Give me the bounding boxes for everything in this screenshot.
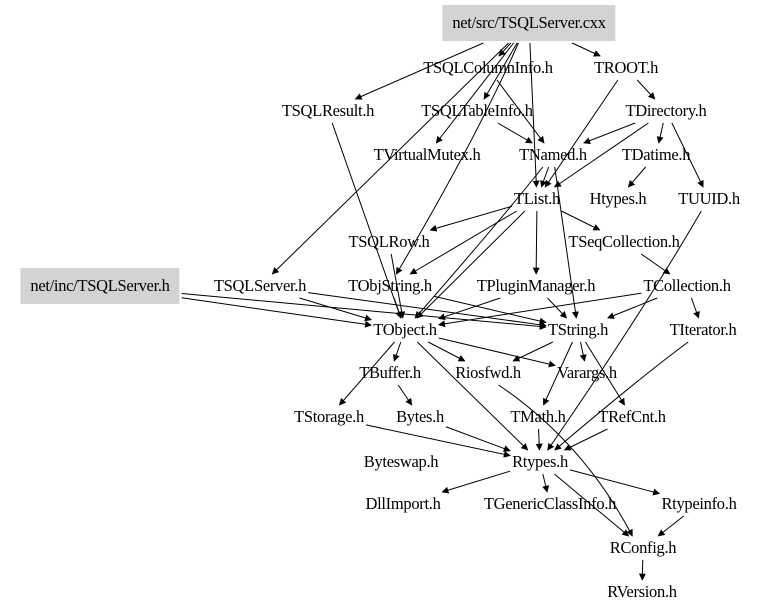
node-tnamed[interactable]: TNamed.h: [519, 145, 587, 164]
edge-src-to-troot: [571, 42, 601, 57]
edge-titer-to-rtypes: [554, 341, 689, 451]
edge-sqlserver-to-tstring: [308, 292, 547, 329]
node-bytes[interactable]: Bytes.h: [396, 407, 444, 426]
edge-result-to-tobject: [331, 122, 402, 319]
node-rversion[interactable]: RVersion.h: [607, 582, 677, 601]
edge-tstring-to-trefcnt: [585, 341, 625, 406]
edge-tobject-to-rtypes: [416, 341, 529, 451]
node-tsqltableinfo[interactable]: TSQLTableInfo.h: [421, 101, 533, 120]
edge-tnamed-to-tstring: [554, 166, 579, 319]
node-tstorage[interactable]: TStorage.h: [294, 407, 364, 426]
edge-tlist-to-tobject: [416, 210, 526, 319]
node-rtypes[interactable]: Rtypes.h: [512, 452, 568, 471]
edge-tcoll-to-titer: [690, 297, 700, 319]
edge-seqcoll-to-tcoll: [640, 253, 671, 275]
node-rtypeinfo[interactable]: Rtypeinfo.h: [661, 494, 737, 513]
edge-plugin-to-tstring: [547, 297, 568, 319]
edge-tmath-to-rtypes: [535, 428, 543, 451]
edge-tlist-to-plugin: [532, 210, 540, 275]
node-rconfig[interactable]: RConfig.h: [609, 538, 677, 557]
node-tstring[interactable]: TString.h: [547, 320, 609, 339]
node-tsqlresult[interactable]: TSQLResult.h: [281, 101, 375, 120]
edge-tdir-to-tdatime: [656, 122, 664, 144]
edge-colinfo-to-tnamed: [496, 79, 545, 144]
node-tobject[interactable]: TObject.h: [373, 320, 437, 339]
edge-troot-to-tlist: [544, 79, 619, 188]
edge-tobject-to-tstorage: [339, 341, 395, 406]
edge-src-to-sqlserver: [271, 42, 509, 275]
edge-tableinfo-to-tnamed: [497, 122, 533, 144]
edge-src-to-objstring: [395, 42, 519, 275]
edge-tstring-to-varargs: [579, 341, 587, 362]
edge-tnamed-to-tlist: [540, 166, 550, 188]
edge-src-to-tableinfo: [483, 42, 518, 100]
edge-src-to-result: [354, 42, 484, 100]
node-tpluginmanager[interactable]: TPluginManager.h: [476, 276, 596, 295]
edge-tdir-to-tnamed: [583, 122, 636, 144]
edge-tstorage-to-rtypes: [365, 424, 511, 458]
edge-tdatime-to-htypes: [627, 166, 647, 188]
node-htypes[interactable]: Htypes.h: [589, 189, 647, 208]
edge-rtypes-to-dllimport: [441, 470, 511, 494]
edge-sqlserver-to-tobject: [299, 297, 372, 322]
edge-tcoll-to-tobject: [438, 292, 642, 328]
node-tsqlserver[interactable]: TSQLServer.h: [213, 276, 307, 295]
node-tseqcollection[interactable]: TSeqCollection.h: [568, 232, 680, 251]
edge-tbuffer-to-bytes: [397, 384, 413, 406]
edge-tlist-to-seqcoll: [561, 210, 601, 231]
edge-rtypes-to-genclass: [542, 473, 550, 493]
edge-src-to-tlist: [529, 42, 540, 188]
node-riosfwd[interactable]: Riosfwd.h: [455, 363, 521, 382]
edge-rtypeinfo-to-rconfig: [657, 515, 685, 537]
edge-tlist-to-sqlrow: [429, 205, 513, 232]
edge-objstring-to-tobject: [393, 297, 403, 319]
node-tvirtualmutex[interactable]: TVirtualMutex.h: [373, 145, 481, 164]
edge-tlist-to-objstring: [409, 210, 517, 275]
edge-inc-to-tobject: [181, 297, 372, 328]
edge-riosfwd-to-rconfig: [498, 384, 633, 537]
node-byteswap[interactable]: Byteswap.h: [363, 452, 439, 471]
edge-tobject-to-riosfwd: [427, 341, 466, 362]
edge-tnamed-to-tobject: [414, 166, 544, 319]
node-dllimport[interactable]: DllImport.h: [365, 494, 441, 513]
node-titerator[interactable]: TIterator.h: [669, 320, 737, 339]
node-net-inc-tsqlserver-h[interactable]: net/inc/TSQLServer.h: [20, 268, 180, 304]
node-tmath[interactable]: TMath.h: [510, 407, 566, 426]
edge-bytes-to-rtypes: [445, 426, 511, 452]
edge-tcoll-to-tstring: [607, 297, 658, 319]
edge-objstring-to-tstring: [433, 295, 547, 325]
node-tbuffer[interactable]: TBuffer.h: [359, 363, 421, 382]
edge-tdir-to-tlist: [554, 122, 649, 188]
node-tsqlcolumninfo[interactable]: TSQLColumnInfo.h: [423, 58, 553, 77]
edge-troot-to-tdir: [636, 79, 656, 100]
node-tuuid[interactable]: TUUID.h: [678, 189, 740, 208]
edge-rtypes-to-rtypeinfo: [569, 469, 661, 496]
node-tgenericclassinfo[interactable]: TGenericClassInfo.h: [483, 494, 617, 513]
node-troot[interactable]: TROOT.h: [593, 58, 659, 77]
node-tlist[interactable]: TList.h: [513, 189, 561, 208]
edge-plugin-to-tobject: [438, 297, 501, 320]
edge-tstring-to-tmath: [542, 341, 573, 406]
edge-src-to-vmutex: [435, 42, 514, 144]
edge-tdir-to-tuuid: [671, 122, 704, 188]
node-tsqlrow[interactable]: TSQLRow.h: [348, 232, 430, 251]
node-trefcnt[interactable]: TRefCnt.h: [598, 407, 666, 426]
edge-rtypes-to-rconfig: [554, 473, 630, 537]
node-tcollection[interactable]: TCollection.h: [643, 276, 731, 295]
edge-trefcnt-to-rtypes: [563, 428, 608, 451]
edge-src-to-colinfo: [498, 42, 512, 57]
node-tobjstring[interactable]: TObjString.h: [348, 276, 432, 295]
node-tdirectory[interactable]: TDirectory.h: [625, 101, 707, 120]
edge-tstring-to-riosfwd: [512, 341, 554, 362]
edge-tobject-to-tbuffer: [392, 341, 402, 362]
node-varargs[interactable]: Varargs.h: [557, 363, 617, 382]
edge-tuuid-to-rtypes: [547, 210, 702, 451]
node-net-src-tsqlserver-cxx[interactable]: net/src/TSQLServer.cxx: [442, 5, 616, 41]
node-tdatime[interactable]: TDatime.h: [621, 145, 691, 164]
edge-inc-to-tstring: [181, 293, 547, 330]
edge-tobject-to-varargs: [438, 337, 556, 368]
